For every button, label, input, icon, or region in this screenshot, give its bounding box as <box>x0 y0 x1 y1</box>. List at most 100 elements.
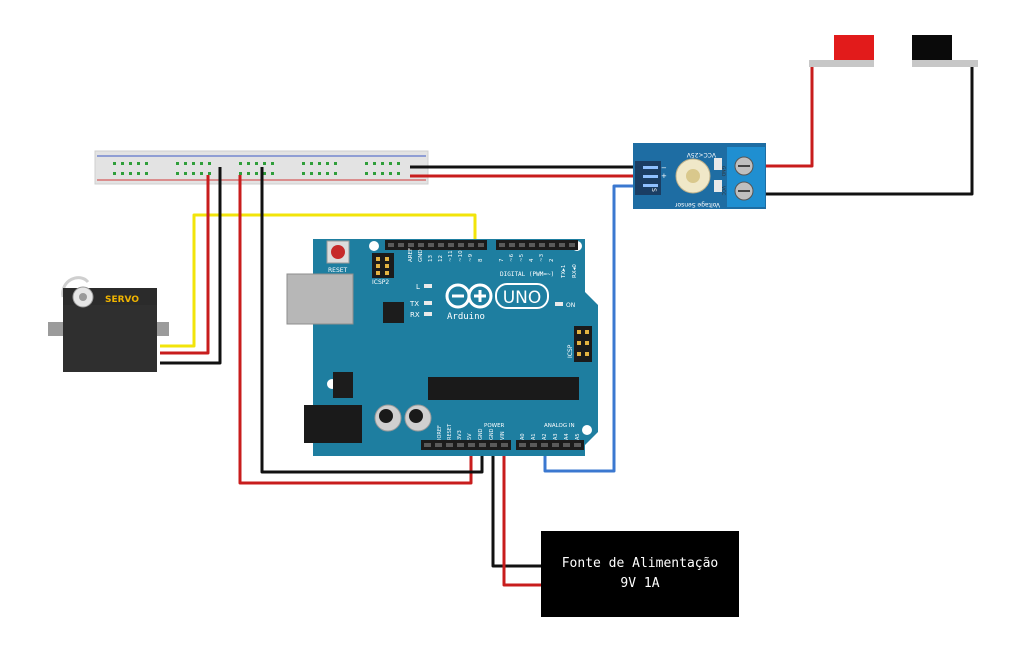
pin-gnd1-label: GND <box>478 428 484 440</box>
pin-reset-label: RESET <box>447 423 453 440</box>
breadboard-hole <box>247 172 250 175</box>
pin-a0-label: A0 <box>520 433 526 440</box>
digital-pin-body <box>496 240 578 250</box>
analog-pin-pin <box>563 443 570 447</box>
icsp-header <box>574 326 592 362</box>
digital-pin-pin <box>569 243 575 247</box>
uno-text: UNO <box>503 288 542 308</box>
breadboard-hole <box>271 162 274 165</box>
led-on <box>555 302 563 306</box>
breadboard-hole <box>302 162 305 165</box>
digital-pin-pin <box>509 243 515 247</box>
positive-terminal <box>809 35 874 67</box>
pin-a5-label: A5 <box>575 433 581 440</box>
breadboard-hole <box>397 172 400 175</box>
power-pin-pin <box>435 443 442 447</box>
breadboard-hole <box>255 172 258 175</box>
pin-10-label: ~10 <box>458 250 464 262</box>
pin-ioref-label: IOREF <box>437 425 443 440</box>
breadboard-hole <box>365 162 368 165</box>
digital-pin-pin <box>559 243 565 247</box>
pin-gnd2-label: GND <box>489 428 495 440</box>
breadboard-hole <box>113 162 116 165</box>
digital-pin-pin <box>428 243 434 247</box>
icsp2-pin <box>385 264 389 268</box>
power-pin-pin <box>468 443 475 447</box>
led-rx <box>424 312 432 316</box>
power-label: POWER <box>484 423 505 429</box>
usb-port <box>286 273 354 325</box>
breadboard-hole <box>145 162 148 165</box>
icsp-pin <box>577 352 581 356</box>
icsp2-pin <box>376 264 380 268</box>
analog-pin-pin <box>519 443 526 447</box>
breadboard-hole <box>318 172 321 175</box>
icsp2-pin <box>376 271 380 275</box>
wire-red-5v <box>238 175 473 485</box>
icsp2-pin <box>376 257 380 261</box>
icsp-pin <box>585 352 589 356</box>
breadboard-hole <box>184 172 187 175</box>
sensor-term-vcc: VCC <box>720 186 726 195</box>
breadboard-hole <box>184 162 187 165</box>
pin-12-label: 12 <box>438 255 444 262</box>
breadboard-hole <box>247 162 250 165</box>
breadboard-hole <box>389 162 392 165</box>
reset-button[interactable] <box>326 240 350 264</box>
arduino-uno: RESET ICSP2 AREF GND 13 12 ~11 ~10 ~9 8 … <box>286 239 598 456</box>
digital-header <box>385 240 578 250</box>
arduino-logo-icon <box>445 283 493 309</box>
digital-pin-pin <box>418 243 424 247</box>
sensor-term-gnd: GND <box>720 166 726 177</box>
digital-pin-pin <box>529 243 535 247</box>
breadboard-hole <box>263 162 266 165</box>
breadboard-hole <box>121 172 124 175</box>
icsp2-header <box>372 253 394 278</box>
wire-black-gnd <box>260 167 484 474</box>
breadboard-hole <box>334 172 337 175</box>
icsp-pin <box>585 330 589 334</box>
power-pin-pin <box>446 443 453 447</box>
power-pin-body <box>421 440 511 450</box>
wire-red-terminal <box>766 67 814 168</box>
power-pin-pin <box>424 443 431 447</box>
analog-pin-body <box>516 440 584 450</box>
sensor-pin-minus: − <box>661 164 667 172</box>
icsp2-label: ICSP2 <box>372 279 389 286</box>
pin-tx1-label: TX▸1 <box>561 265 567 279</box>
led-rx-label: RX <box>410 311 420 319</box>
breadboard-hole <box>373 162 376 165</box>
pin-3v3-label: 3V3 <box>457 430 463 440</box>
uno-badge <box>495 283 549 309</box>
wire-black-servo-ground <box>160 167 222 365</box>
pin-7-label: 7 <box>499 258 505 262</box>
usb-chip <box>383 302 404 323</box>
servo-motor: SERVO <box>48 276 169 372</box>
digital-pin-pin <box>458 243 464 247</box>
power-pin-pin <box>479 443 486 447</box>
icsp2-pin <box>385 271 389 275</box>
pin-13-label: 13 <box>428 255 434 262</box>
breadboard-hole <box>239 162 242 165</box>
breadboard-hole <box>176 172 179 175</box>
pin-gnd-label: GND <box>418 249 424 262</box>
digital-pin-pin <box>519 243 525 247</box>
sensor-vcc-label: VCC<25V <box>686 151 716 158</box>
breadboard-hole <box>381 162 384 165</box>
breadboard-hole <box>326 172 329 175</box>
breadboard-hole <box>263 172 266 175</box>
breadboard-hole <box>397 162 400 165</box>
digital-pin-pin <box>448 243 454 247</box>
breadboard-hole <box>255 162 258 165</box>
digital-pin-pin <box>468 243 474 247</box>
wire-blue-sensor-signal <box>543 184 645 473</box>
icsp2-pin <box>385 257 389 261</box>
pin-6-label: ~6 <box>509 253 515 262</box>
wire-yellow-servo-signal <box>160 213 477 348</box>
servo-label: SERVO <box>105 295 139 305</box>
sensor-name-label: Voltage Sensor <box>674 201 720 208</box>
breadboard-hole <box>129 162 132 165</box>
pin-rx0-label: RX◂0 <box>572 264 578 278</box>
breadboard-hole <box>200 172 203 175</box>
